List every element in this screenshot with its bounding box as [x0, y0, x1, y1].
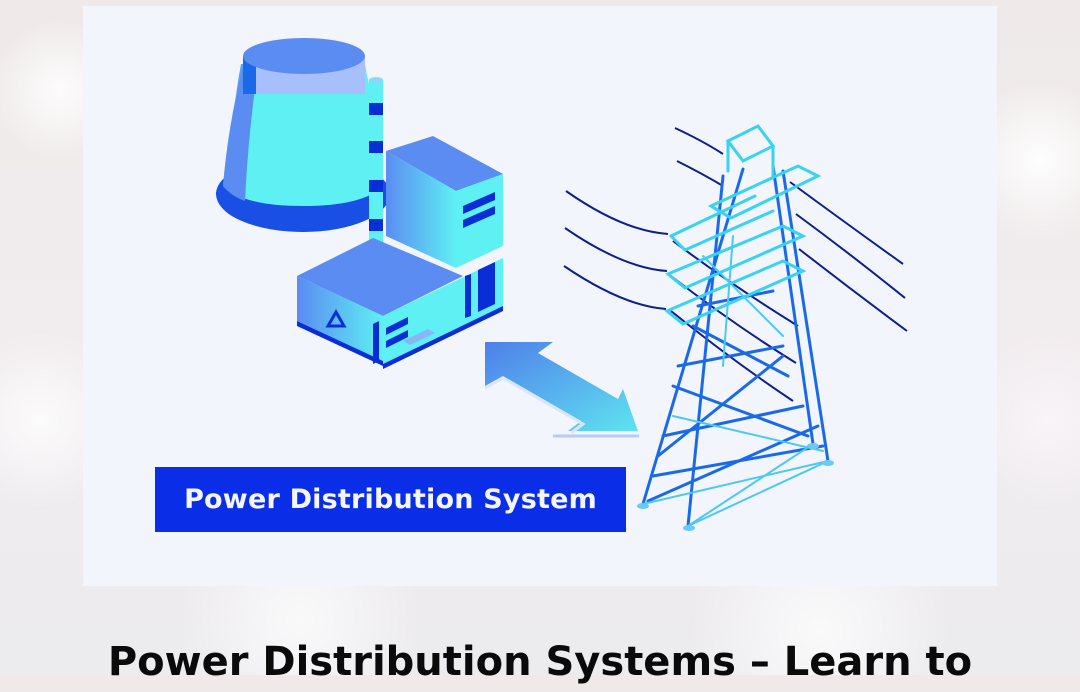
power-plant-building-icon [297, 136, 503, 369]
label-banner: Power Distribution System [155, 467, 626, 532]
transmission-tower-icon [637, 124, 834, 531]
power-distribution-illustration [216, 38, 908, 531]
chimney-icon [369, 77, 383, 260]
bidirectional-arrow-icon [484, 342, 639, 438]
label-text: Power Distribution System [184, 484, 597, 515]
hero-image-card: Power Distribution System [83, 6, 997, 586]
recycle-icon [325, 308, 347, 328]
cooling-tower-icon [216, 38, 390, 232]
page-title: Power Distribution Systems – Learn to [107, 639, 973, 685]
